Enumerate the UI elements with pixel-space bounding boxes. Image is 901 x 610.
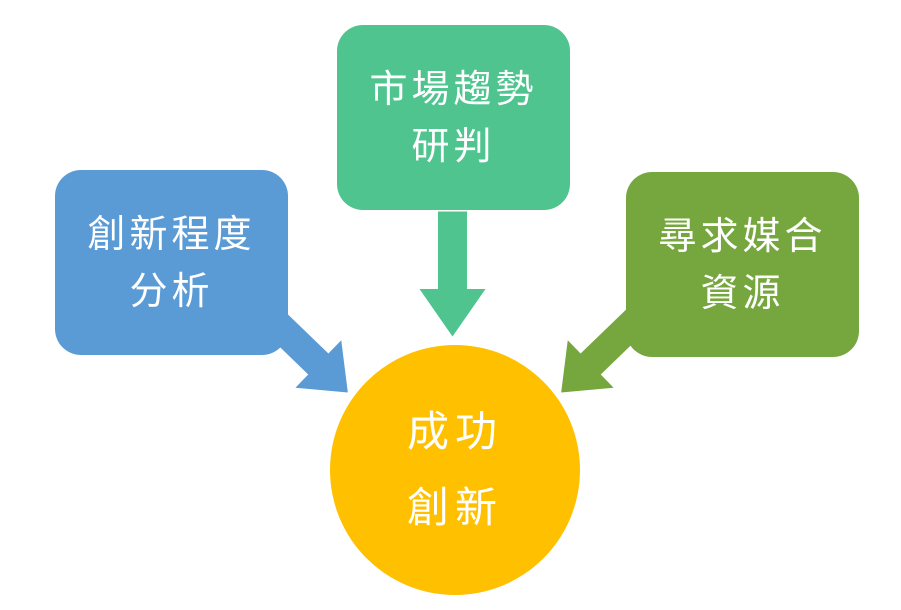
node-market-trend-judgment: 市場趨勢 研判 — [337, 25, 570, 210]
node-label-line-2: 研判 — [411, 123, 496, 168]
node-label-line-1: 尋求媒合 — [658, 213, 827, 258]
node-innovation-degree-analysis: 創新程度 分析 — [55, 170, 288, 355]
node-label: 市場趨勢 研判 — [369, 61, 537, 175]
node-label-line-2: 分析 — [129, 268, 214, 313]
node-label: 創新程度 分析 — [87, 206, 255, 320]
node-label-line-1: 市場趨勢 — [369, 66, 538, 111]
node-label-line-1: 創新程度 — [87, 211, 256, 256]
circle-label-line-1: 成功 — [406, 407, 503, 456]
arrow-top-to-center-icon — [420, 212, 486, 337]
node-label-line-2: 資源 — [700, 270, 785, 315]
node-seek-matching-resources: 尋求媒合 資源 — [626, 172, 859, 357]
node-successful-innovation: 成功 創新 — [330, 345, 580, 595]
node-label: 尋求媒合 資源 — [658, 208, 826, 322]
circle-label-line-2: 創新 — [406, 483, 503, 532]
